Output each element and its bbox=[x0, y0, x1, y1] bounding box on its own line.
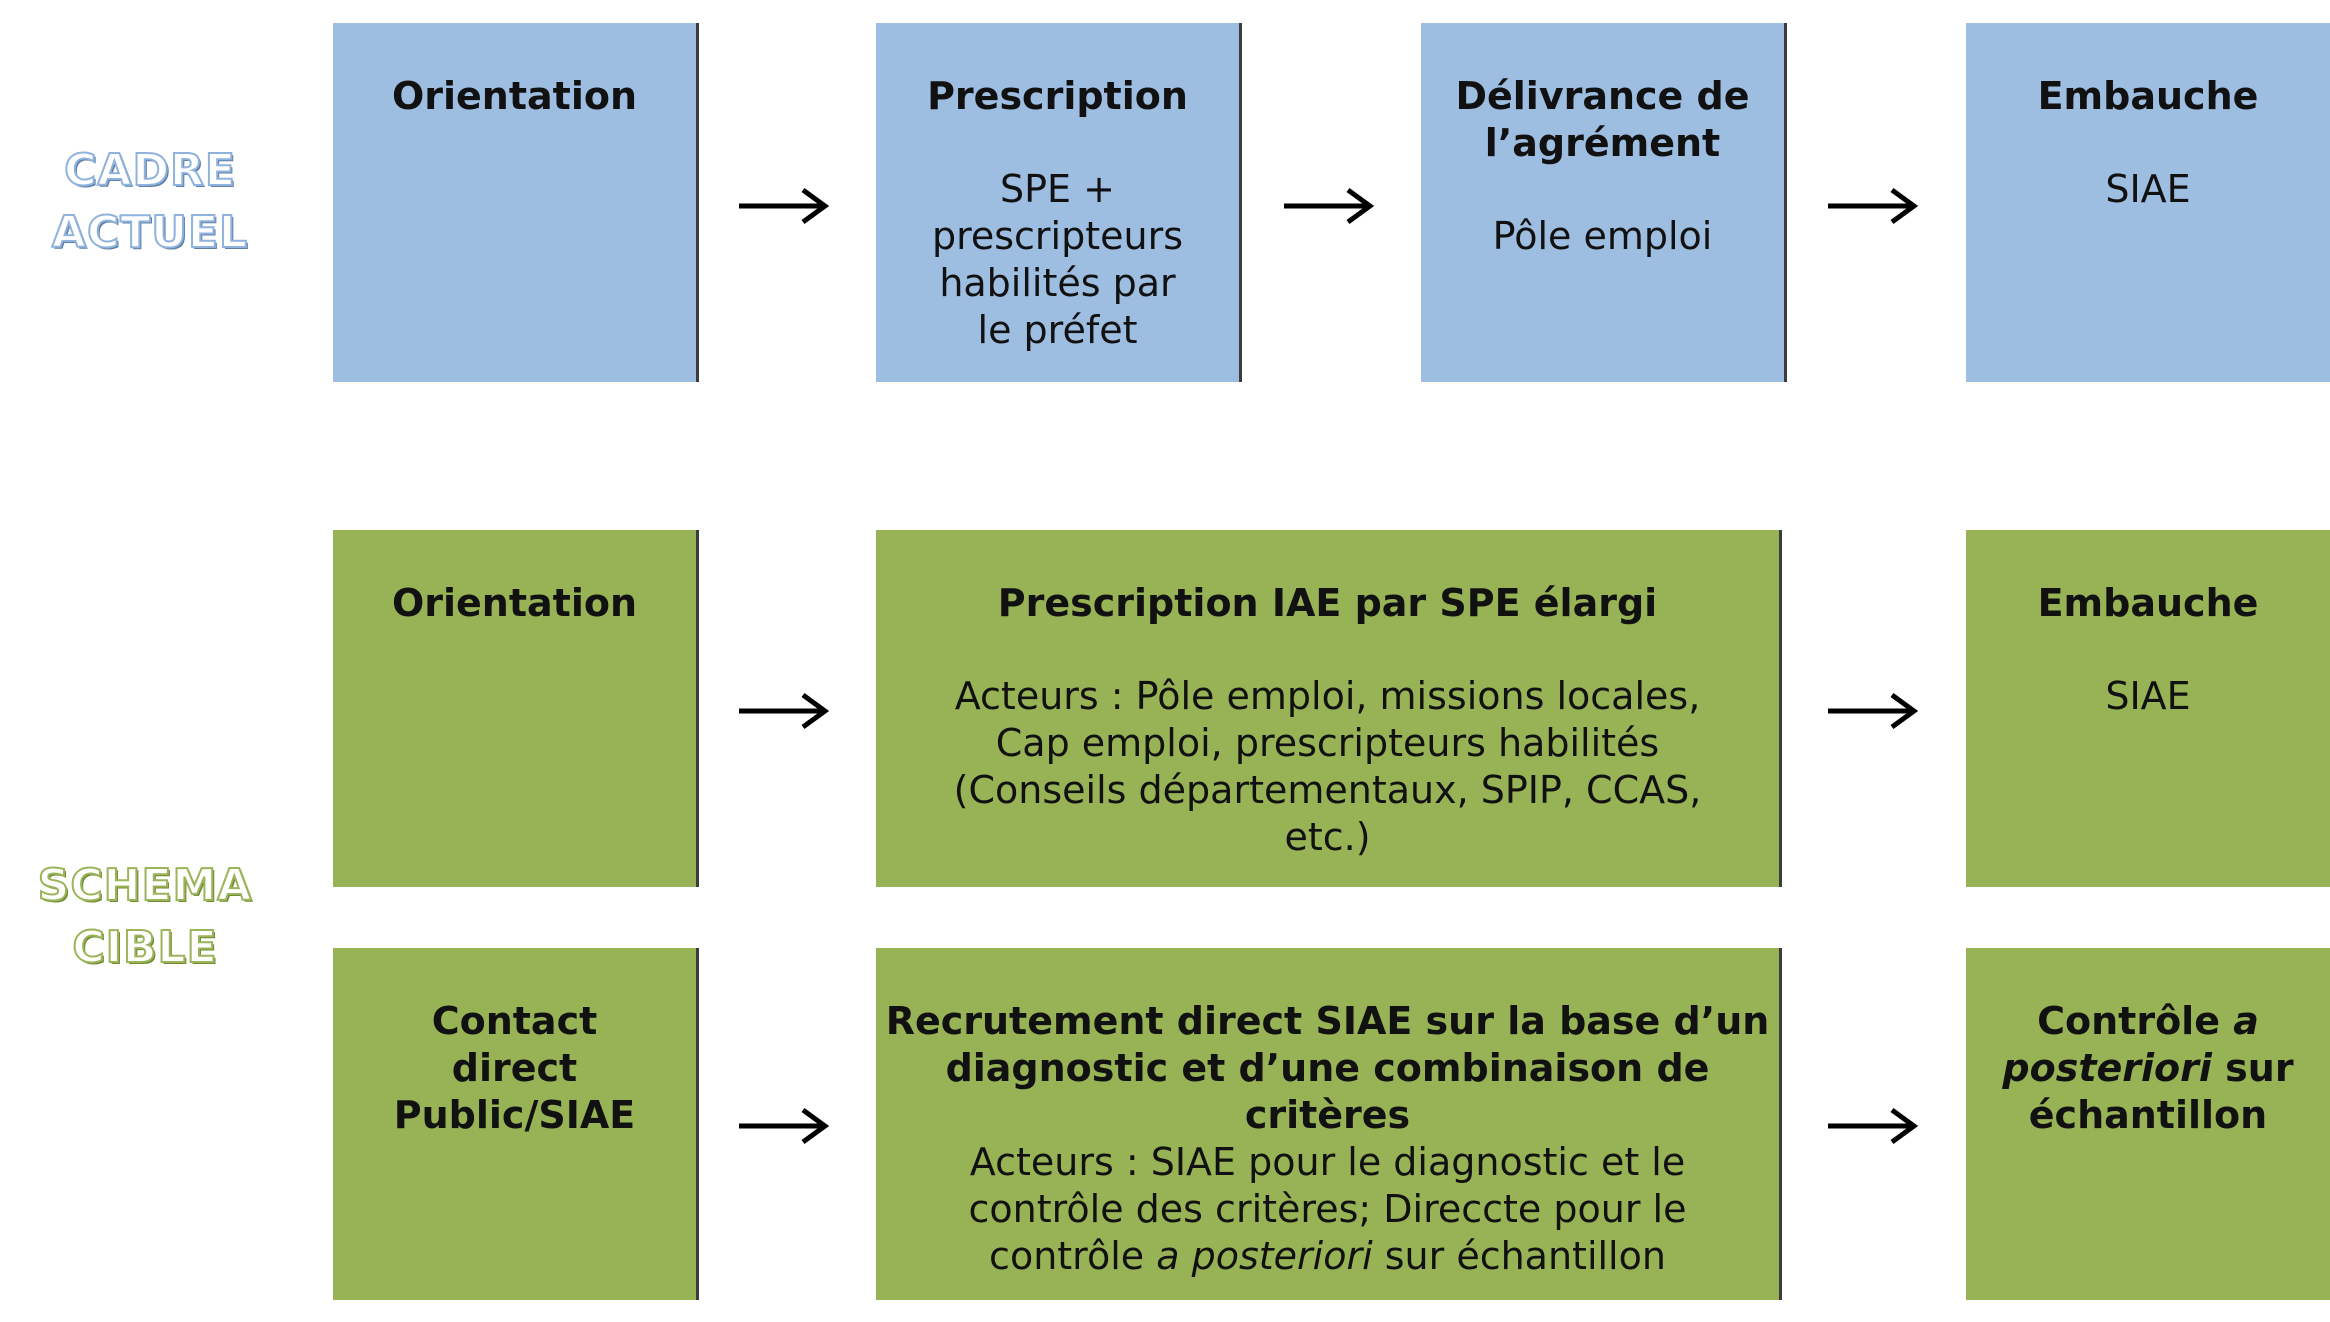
step-body: habilités par bbox=[939, 261, 1176, 305]
step-body: contrôle des critères; Direccte pour le bbox=[968, 1187, 1687, 1231]
text-fragment: contrôle bbox=[989, 1234, 1157, 1278]
step-body: SIAE bbox=[2105, 167, 2191, 211]
right-arrow-icon bbox=[1282, 186, 1374, 226]
text-fragment: Contrôle bbox=[2037, 999, 2234, 1043]
step-body-last: contrôle a posteriori sur échantillon bbox=[876, 1233, 1779, 1280]
italic-fragment: a bbox=[2233, 999, 2259, 1043]
right-arrow-icon bbox=[737, 1106, 829, 1146]
step-title: Contact bbox=[431, 999, 598, 1043]
right-arrow-icon bbox=[737, 186, 829, 226]
step-title-line: Contrôle a bbox=[1966, 998, 2330, 1045]
step-body: Acteurs : SIAE pour le diagnostic et le bbox=[969, 1140, 1686, 1184]
text-fragment: sur bbox=[2211, 1046, 2294, 1090]
step-title-line: échantillon bbox=[2028, 1093, 2268, 1137]
step-body: SIAE bbox=[2105, 674, 2191, 718]
step-body: SPE + bbox=[1000, 167, 1115, 211]
italic-fragment: posteriori bbox=[2002, 1046, 2212, 1090]
label-line: CIBLE bbox=[71, 921, 218, 974]
step-title: Prescription IAE par SPE élargi bbox=[997, 581, 1658, 625]
label-line: CADRE bbox=[63, 144, 236, 197]
step-embauche-actuel: Embauche SIAE bbox=[1966, 23, 2330, 382]
step-recrutement-direct: Recrutement direct SIAE sur la base d’un… bbox=[876, 948, 1782, 1300]
step-body: Cap emploi, prescripteurs habilités bbox=[995, 721, 1660, 765]
step-body: Pôle emploi bbox=[1492, 214, 1713, 258]
step-body: Acteurs : Pôle emploi, missions locales, bbox=[954, 674, 1701, 718]
italic-fragment: a posteriori bbox=[1156, 1234, 1373, 1278]
step-embauche-cible: Embauche SIAE bbox=[1966, 530, 2330, 887]
step-title-line: posteriori sur bbox=[1966, 1045, 2330, 1092]
step-title: Orientation bbox=[391, 74, 638, 118]
step-title: Embauche bbox=[2037, 581, 2259, 625]
section-label-schema-cible: SCHEMA CIBLE bbox=[10, 855, 280, 979]
step-title: Orientation bbox=[391, 581, 638, 625]
step-orientation-cible: Orientation bbox=[333, 530, 699, 887]
step-body: le préfet bbox=[977, 308, 1138, 352]
step-body: etc.) bbox=[1284, 815, 1371, 859]
right-arrow-icon bbox=[1826, 1106, 1918, 1146]
step-controle-a-posteriori: Contrôle a posteriori sur échantillon bbox=[1966, 948, 2330, 1300]
section-label-cadre-actuel: CADRE ACTUEL bbox=[20, 140, 280, 264]
step-title: Délivrance de bbox=[1455, 74, 1750, 118]
step-title: Public/SIAE bbox=[393, 1093, 636, 1137]
step-orientation-actuel: Orientation bbox=[333, 23, 699, 382]
text-fragment: sur échantillon bbox=[1372, 1234, 1666, 1278]
step-title: Embauche bbox=[2037, 74, 2259, 118]
right-arrow-icon bbox=[1826, 691, 1918, 731]
step-title: critères bbox=[1244, 1093, 1411, 1137]
step-title: Prescription bbox=[927, 74, 1188, 118]
step-body: prescripteurs bbox=[931, 214, 1184, 258]
step-title: diagnostic et d’une combinaison de bbox=[945, 1046, 1710, 1090]
step-prescription-iae: Prescription IAE par SPE élargi Acteurs … bbox=[876, 530, 1782, 887]
right-arrow-icon bbox=[737, 691, 829, 731]
step-prescription-actuel: Prescription SPE + prescripteurs habilit… bbox=[876, 23, 1242, 382]
label-line: ACTUEL bbox=[51, 206, 249, 259]
label-line: SCHEMA bbox=[37, 859, 253, 912]
step-contact-direct: Contact direct Public/SIAE bbox=[333, 948, 699, 1300]
step-title: Recrutement direct SIAE sur la base d’un bbox=[885, 999, 1770, 1043]
step-delivrance-agrement: Délivrance de l’agrément Pôle emploi bbox=[1421, 23, 1787, 382]
step-title: direct bbox=[451, 1046, 578, 1090]
right-arrow-icon bbox=[1826, 186, 1918, 226]
step-title: l’agrément bbox=[1484, 121, 1721, 165]
step-body: (Conseils départementaux, SPIP, CCAS, bbox=[953, 768, 1702, 812]
